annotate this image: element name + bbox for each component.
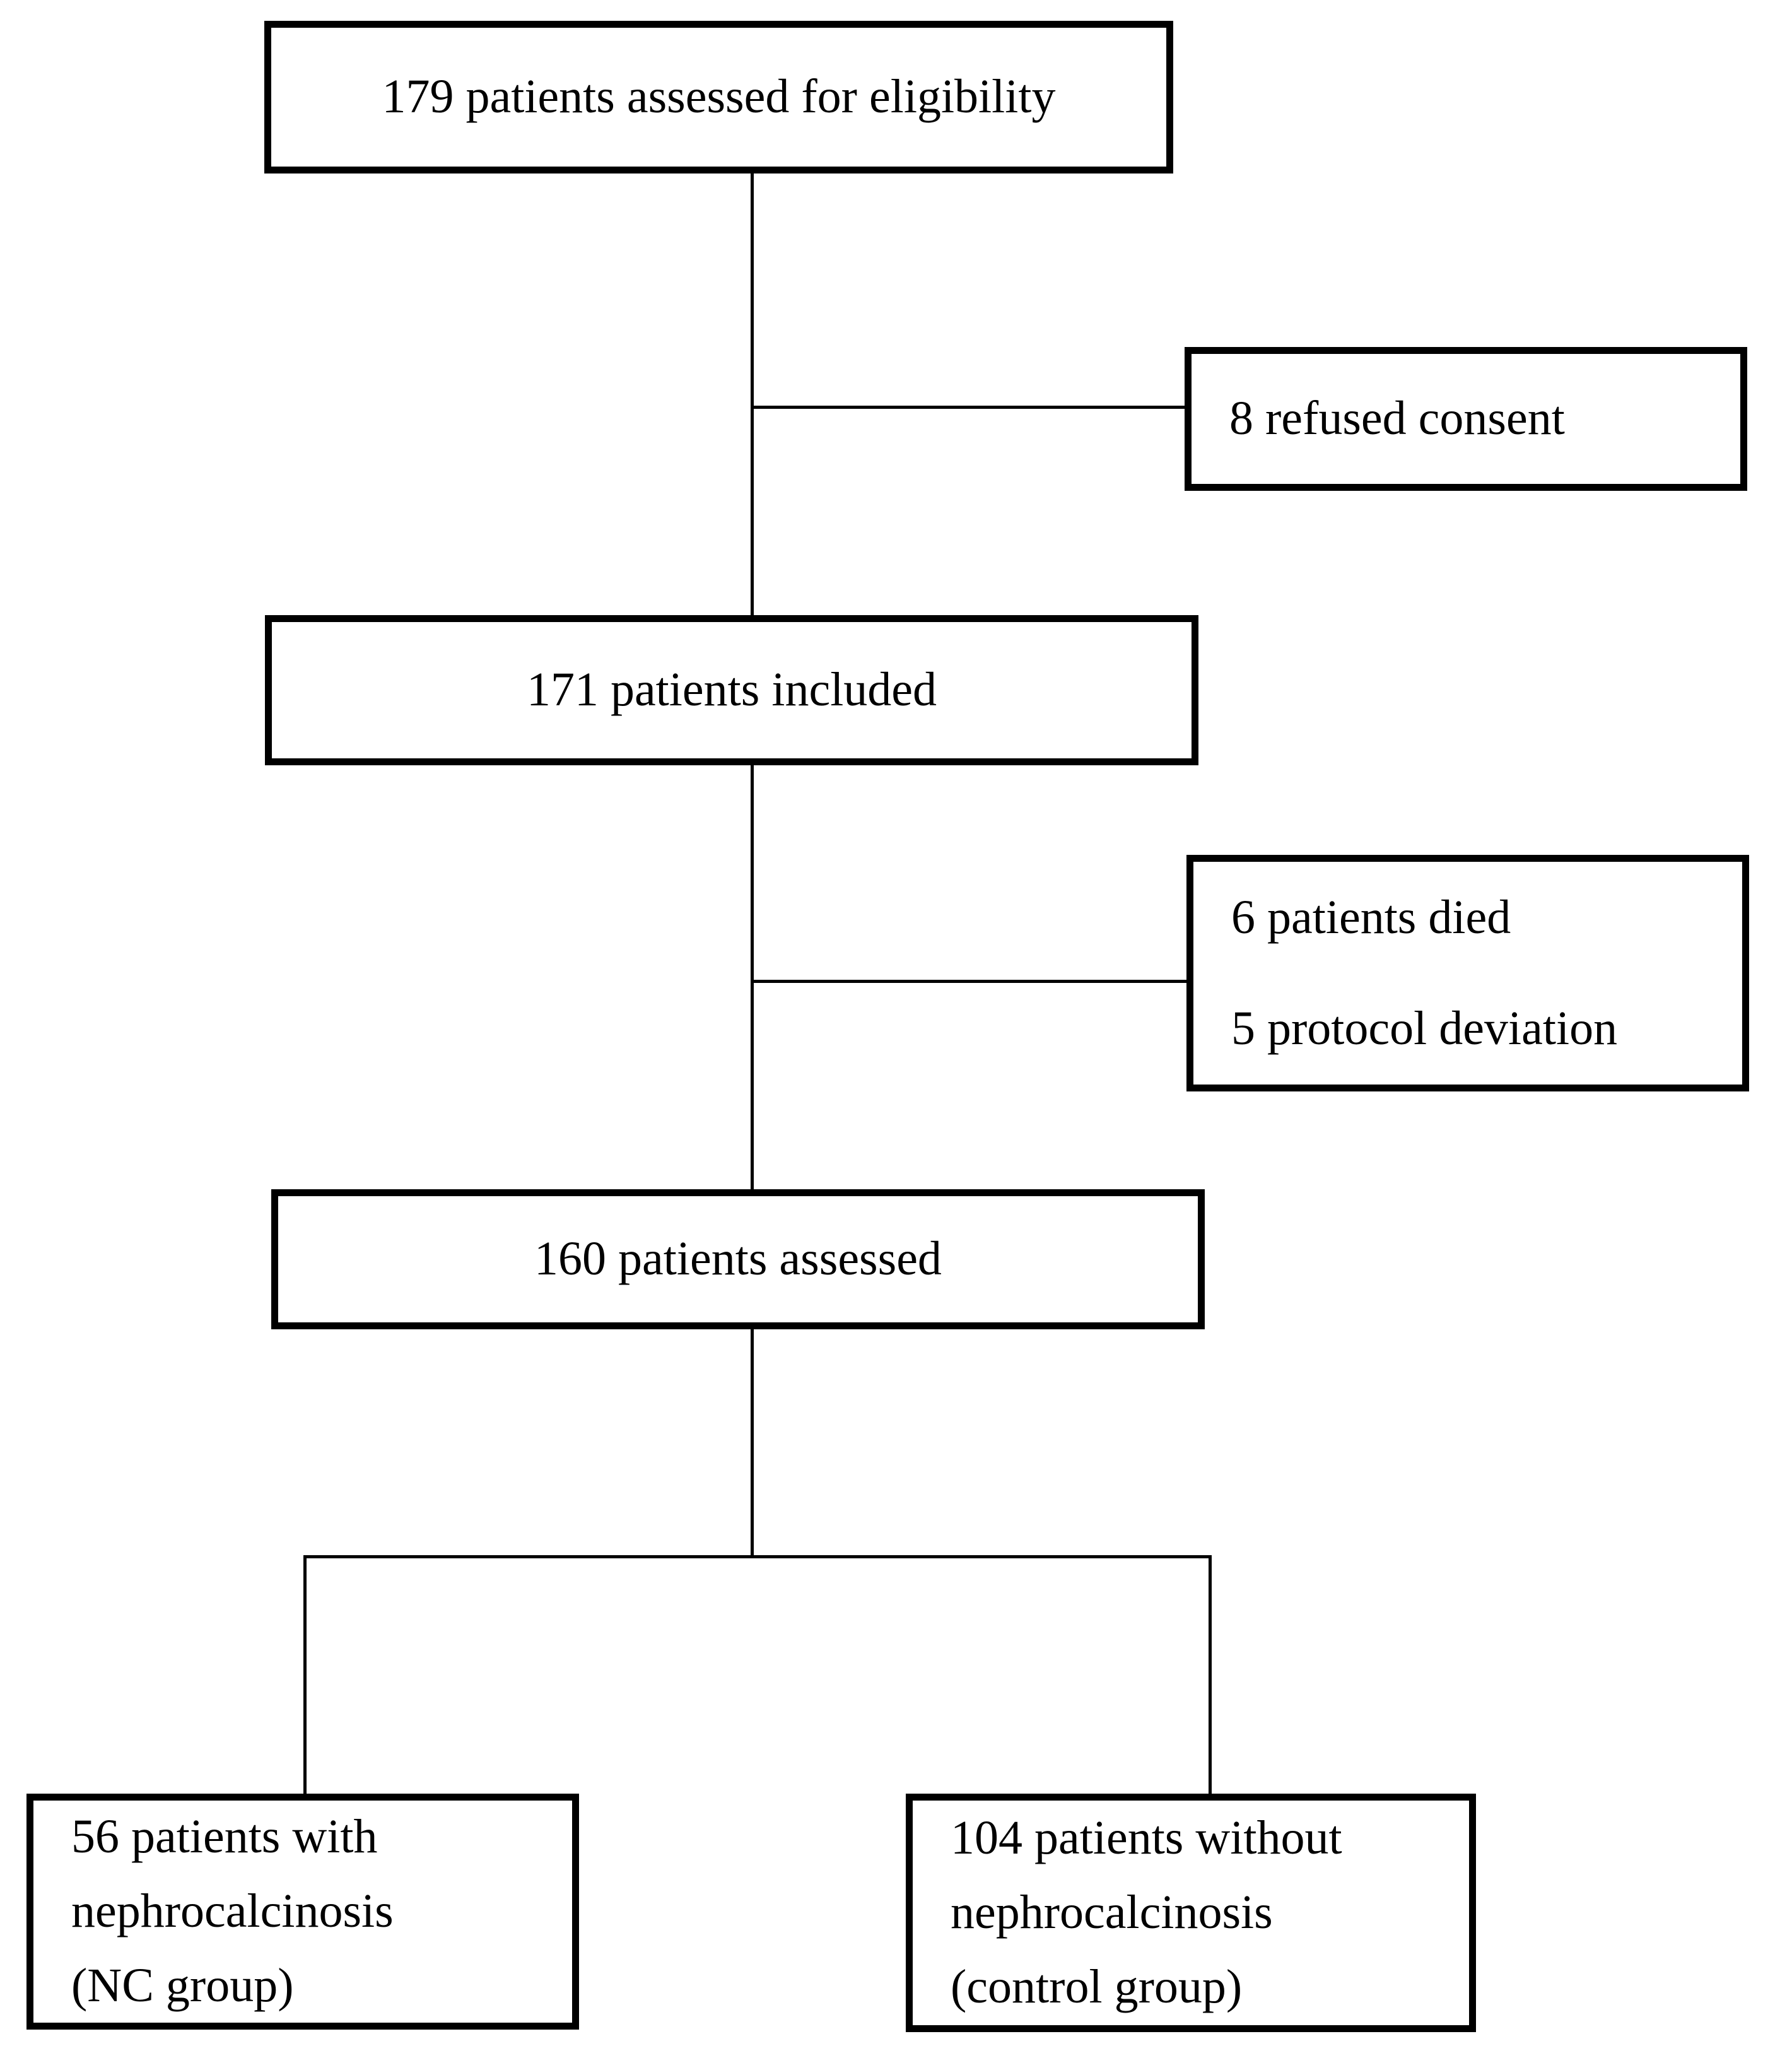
nc-group-line-1: 56 patients with: [71, 1810, 378, 1864]
spine-line-middle: [751, 763, 754, 1192]
connector-refused-consent: [752, 406, 1185, 409]
excluded-died-label: 6 patients died: [1231, 890, 1511, 944]
control-group-line-2: nephrocalcinosis: [951, 1886, 1273, 1939]
branch-drop-left: [303, 1555, 307, 1795]
nc-group-line-3: (NC group): [71, 1958, 294, 2012]
box-patients-assessed: 160 patients assessed: [271, 1189, 1205, 1329]
box-patients-assessed-label: 160 patients assessed: [534, 1232, 942, 1286]
control-group-line-1: 104 patients without: [951, 1811, 1342, 1865]
box-control-group: 104 patients without nephrocalcinosis (c…: [906, 1794, 1476, 2032]
box-nc-group: 56 patients with nephrocalcinosis (NC gr…: [26, 1794, 579, 2030]
control-group-line-3: (control group): [951, 1960, 1243, 2013]
box-assessed-for-eligibility-label: 179 patients assessed for eligibility: [382, 70, 1056, 124]
spine-line-bottom: [751, 1328, 754, 1558]
connector-excluded: [752, 980, 1186, 983]
box-patients-included-label: 171 patients included: [526, 663, 937, 717]
branch-drop-right: [1209, 1555, 1212, 1795]
box-assessed-for-eligibility: 179 patients assessed for eligibility: [264, 21, 1173, 173]
box-excluded-patients: 6 patients died 5 protocol deviation: [1186, 855, 1749, 1091]
spine-line-top: [751, 173, 754, 618]
box-refused-consent-label: 8 refused consent: [1229, 392, 1565, 445]
nc-group-line-2: nephrocalcinosis: [71, 1884, 394, 1938]
box-patients-included: 171 patients included: [265, 615, 1198, 765]
box-refused-consent: 8 refused consent: [1185, 347, 1747, 491]
branch-horizontal-line: [303, 1555, 1212, 1558]
excluded-protocol-deviation-label: 5 protocol deviation: [1231, 1002, 1618, 1055]
